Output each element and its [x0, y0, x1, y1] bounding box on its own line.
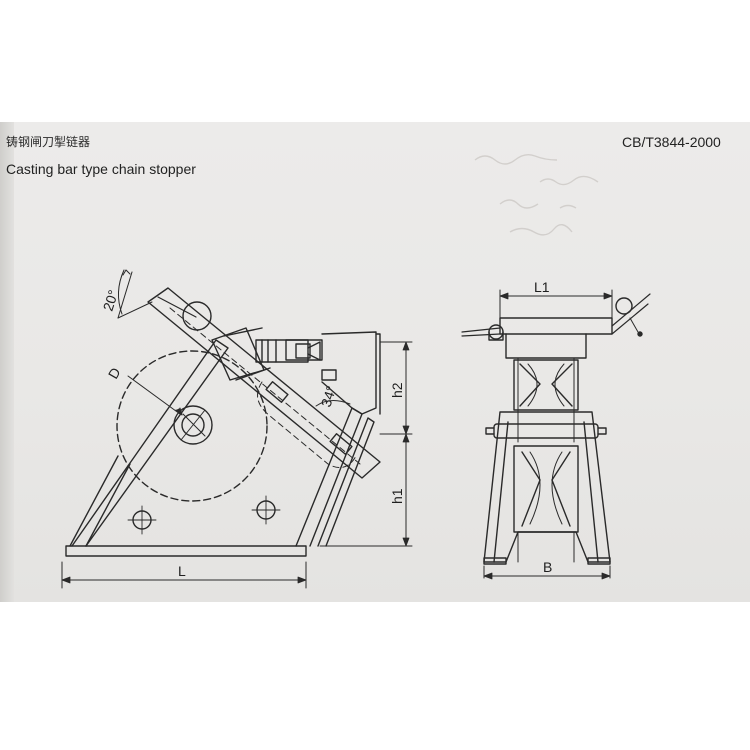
stopper-bar	[147, 287, 381, 479]
page-edge	[0, 122, 14, 602]
left-shackle	[488, 324, 504, 340]
locking-pin	[255, 339, 309, 363]
side-view	[61, 269, 413, 589]
catalog-page: 铸钢闸刀掣链器 Casting bar type chain stopper C…	[0, 122, 750, 602]
front-shaft	[493, 423, 599, 439]
frame-post	[321, 331, 377, 415]
upper-sheave	[513, 359, 579, 411]
label-angle-34: 34°	[318, 384, 340, 409]
label-angle-20: 20°	[100, 288, 122, 313]
label-h1: h1	[389, 488, 405, 504]
label-b: B	[543, 559, 552, 575]
sheave-outline	[116, 350, 268, 502]
frame-leg-left	[71, 339, 229, 547]
label-l1: L1	[534, 279, 550, 295]
title-chinese: 铸钢闸刀掣链器	[6, 135, 91, 149]
title-english: Casting bar type chain stopper	[6, 161, 196, 177]
bar-pivot	[182, 301, 212, 331]
front-top-bar	[499, 317, 613, 335]
label-length: L	[178, 563, 186, 579]
front-view	[461, 289, 651, 580]
label-h2: h2	[389, 382, 405, 398]
hub-inner	[181, 413, 205, 437]
label-diameter: D	[105, 365, 124, 382]
right-handle	[615, 297, 633, 315]
base-plate	[65, 545, 307, 557]
lower-sheave	[513, 445, 579, 533]
standard-code: CB/T3844-2000	[622, 134, 721, 150]
hub-outer	[173, 405, 213, 445]
technical-drawing: 20° D 34° L h2 h1 L1 B	[61, 269, 651, 589]
show-through-handwriting	[470, 142, 630, 252]
